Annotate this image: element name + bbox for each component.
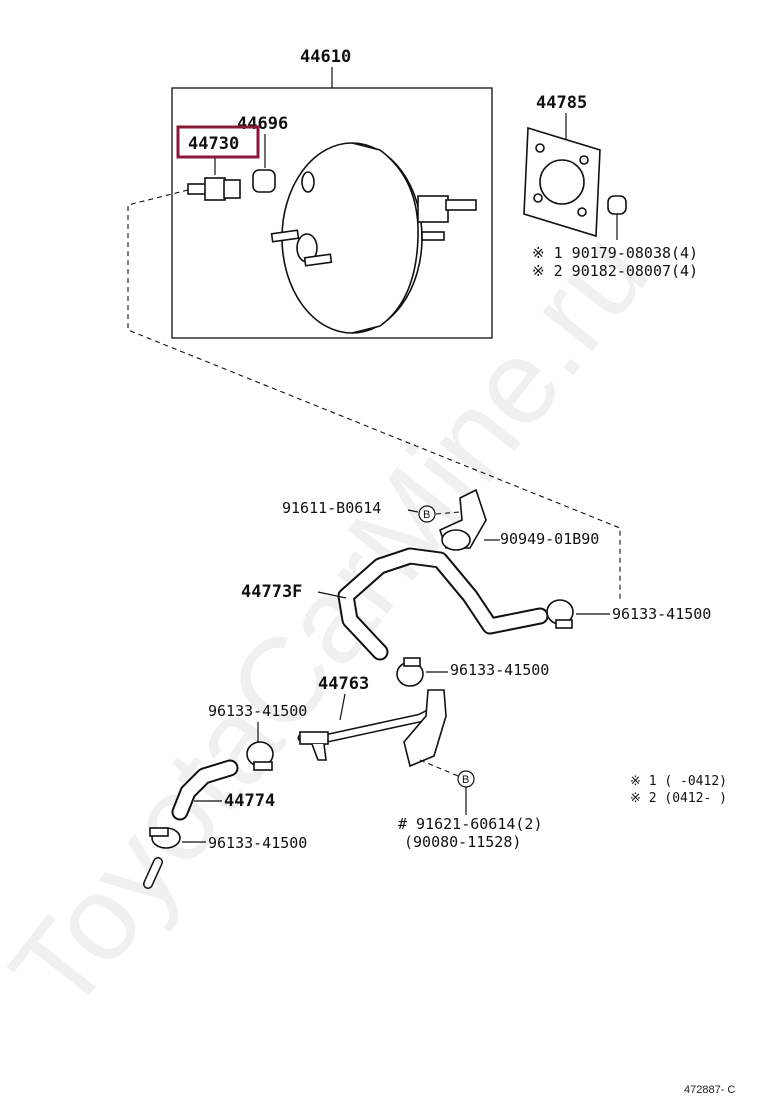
svg-text:B: B [423,509,430,521]
label-bolt-2[interactable]: ※ 2 90182-08007(4) [532,262,698,280]
label-44696[interactable]: 44696 [237,114,288,134]
note-2: ※ 2 (0412- ) [630,791,727,806]
clamp-left [246,741,274,771]
marker-b-top [418,505,436,523]
grommet-44696 [252,169,276,193]
highlight-box [176,125,260,159]
label-44763[interactable]: 44763 [318,674,369,694]
gasket-44785 [523,126,601,238]
label-91611[interactable]: 91611-B0614 [282,499,381,517]
label-clamp-b[interactable]: 96133-41500 [450,661,549,679]
clamp-right [546,599,574,629]
label-clamp-d[interactable]: 96133-41500 [208,834,307,852]
label-91621[interactable]: # 91621-60614(2) [398,815,543,833]
svg-text:B: B [462,774,469,786]
clamp-bottom [149,827,181,849]
note-1: ※ 1 ( -0412) [630,774,727,789]
label-90080[interactable]: (90080-11528) [404,833,521,851]
label-44774[interactable]: 44774 [224,791,275,811]
pipe-44763 [297,689,447,768]
label-44785[interactable]: 44785 [536,93,587,113]
clamp-mid [396,657,424,687]
hose-44774 [173,761,237,819]
hose-44773f [339,549,547,659]
nut-icon [607,195,627,215]
label-90949[interactable]: 90949-01B90 [500,530,599,548]
label-clamp-c[interactable]: 96133-41500 [208,702,307,720]
clip-90949 [439,488,487,551]
reference-code: 472887- C [684,1084,735,1096]
label-44610[interactable]: 44610 [300,47,351,67]
pipe-stub [144,858,162,888]
dashed-connector [127,189,621,600]
brake-booster [270,142,477,334]
label-bolt-1[interactable]: ※ 1 90179-08038(4) [532,244,698,262]
label-44773f[interactable]: 44773F [241,582,302,602]
label-clamp-a[interactable]: 96133-41500 [612,605,711,623]
check-valve-44730 [187,177,241,201]
label-44730[interactable]: 44730 [188,134,239,154]
